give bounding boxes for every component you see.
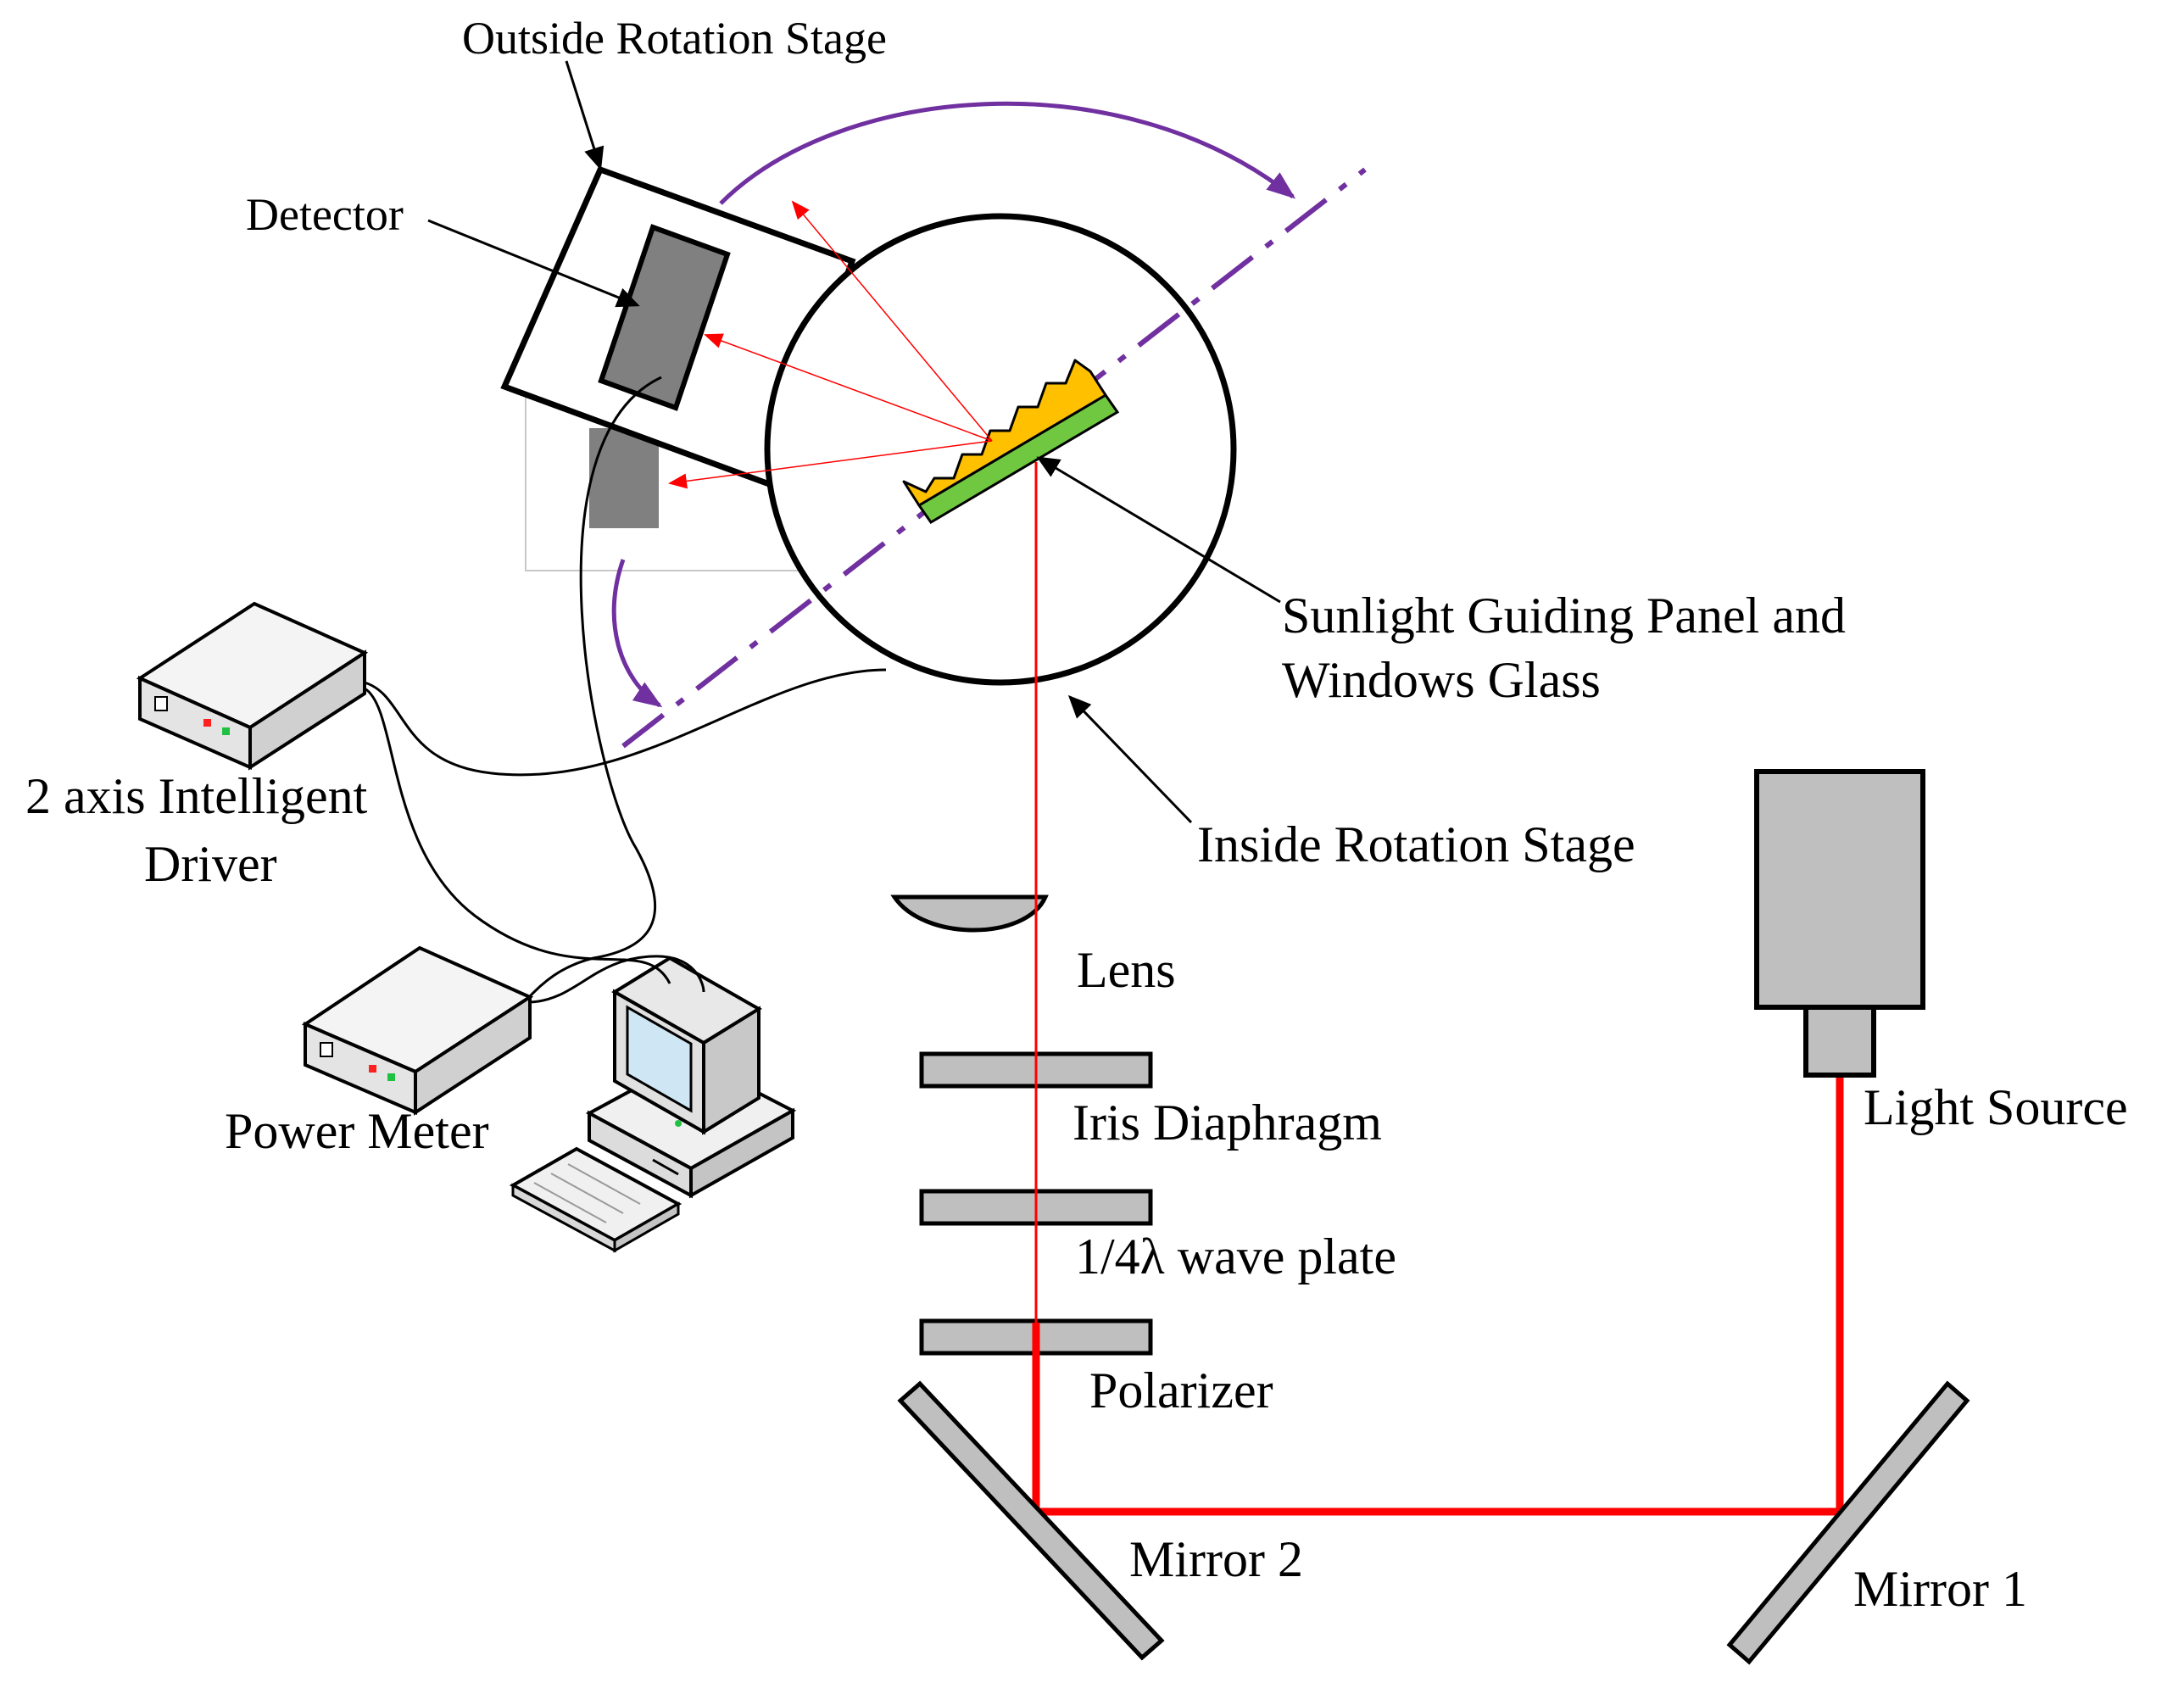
label-sunlight-panel-line2: Windows Glass: [1282, 652, 1601, 708]
diffracted-ray-2: [704, 333, 993, 442]
cable-driver-to-stage: [364, 668, 887, 777]
leader-detector: [427, 219, 640, 308]
diffracted-ray-1: [791, 200, 993, 442]
label-iris-diaphragm: Iris Diaphragm: [1072, 1095, 1382, 1151]
label-detector: Detector: [246, 189, 404, 240]
label-sunlight-panel-line1: Sunlight Guiding Panel and: [1282, 588, 1846, 644]
leader-sunlight-panel: [1036, 456, 1281, 604]
cable-driver-to-computer: [364, 687, 671, 984]
lens: [890, 894, 1049, 933]
rotation-arrow-bottom: [611, 559, 663, 708]
label-light-source: Light Source: [1864, 1079, 2128, 1135]
diffracted-ray-3: [668, 440, 993, 489]
label-driver-line2: Driver: [144, 836, 277, 892]
power-meter-device: [301, 945, 534, 1116]
sunlight-guiding-panel: [902, 359, 1107, 507]
label-power-meter: Power Meter: [225, 1103, 489, 1159]
label-outside-rotation-stage: Outside Rotation Stage: [462, 13, 887, 64]
computer-icon: [509, 956, 797, 1253]
label-lens: Lens: [1077, 942, 1176, 998]
rotation-arrow-top: [719, 101, 1296, 205]
leader-inside-rotation-stage: [1067, 694, 1193, 824]
cable-detector-to-power-meter: [528, 376, 662, 998]
label-polarizer: Polarizer: [1089, 1362, 1273, 1418]
label-driver-line1: 2 axis Intelligent: [25, 768, 368, 824]
mirror-2: [897, 1380, 1165, 1661]
detector: [598, 224, 731, 411]
label-mirror-1: Mirror 1: [1853, 1561, 2027, 1617]
label-inside-rotation-stage: Inside Rotation Stage: [1197, 816, 1635, 872]
detector-ghost-block: [589, 428, 659, 528]
leader-outside-rotation-stage: [565, 60, 604, 170]
light-source-nozzle: [1803, 1005, 1876, 1078]
intelligent-driver-device: [136, 601, 369, 771]
cable-power-meter-to-computer: [529, 955, 705, 1004]
label-quarter-wave-plate: 1/4λ wave plate: [1075, 1229, 1396, 1284]
label-mirror-2: Mirror 2: [1129, 1531, 1303, 1587]
light-source-body: [1754, 769, 1925, 1010]
mirror-1: [1726, 1380, 1970, 1665]
